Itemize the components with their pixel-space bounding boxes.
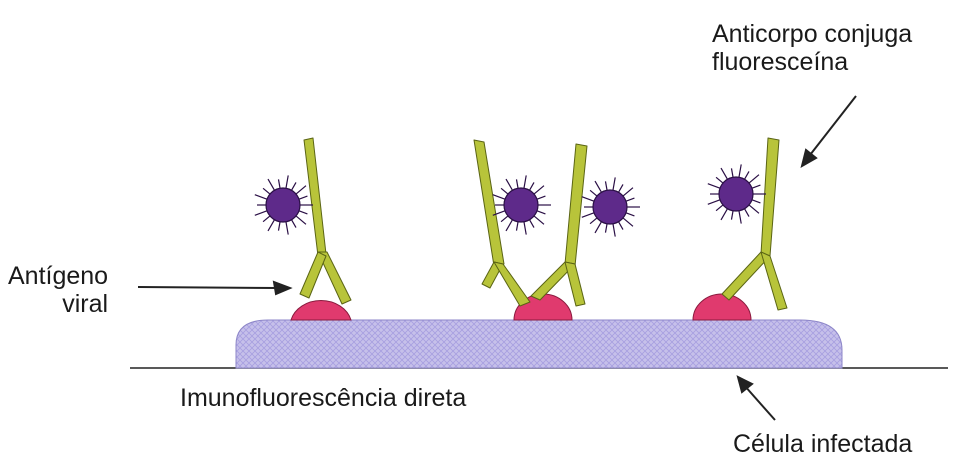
fluorescein-molecule — [708, 164, 766, 223]
cell-label: Célula infectada — [733, 430, 912, 458]
antigen-arrow — [138, 287, 278, 288]
antibody — [300, 138, 351, 304]
cell-arrowhead — [738, 377, 752, 392]
antibody-arrow — [810, 96, 856, 155]
fluorescein-molecule — [582, 177, 640, 236]
antibody-label-line2: fluoresceína — [712, 48, 912, 76]
viral-antigen — [693, 294, 751, 320]
antigen-arrowhead — [274, 282, 290, 294]
antibody-label-line1: Anticorpo conjuga — [712, 20, 912, 48]
infected-cell — [236, 320, 842, 368]
antibody — [531, 144, 587, 306]
fluorescein-molecule — [255, 175, 313, 234]
fluorescein-layer — [255, 164, 766, 236]
antigen-label-line1: Antígeno — [8, 262, 108, 290]
fluorescein-molecule — [493, 175, 551, 234]
antigen-label: Antígeno viral — [8, 262, 108, 318]
antibody-label: Anticorpo conjuga fluoresceína — [712, 20, 912, 76]
antibody — [722, 138, 787, 310]
antigen-label-line2: viral — [8, 290, 108, 318]
antibody-arrowhead — [802, 150, 816, 166]
antibody — [474, 140, 530, 306]
technique-title: Imunofluorescência direta — [180, 384, 466, 412]
cell-arrow — [744, 385, 775, 420]
